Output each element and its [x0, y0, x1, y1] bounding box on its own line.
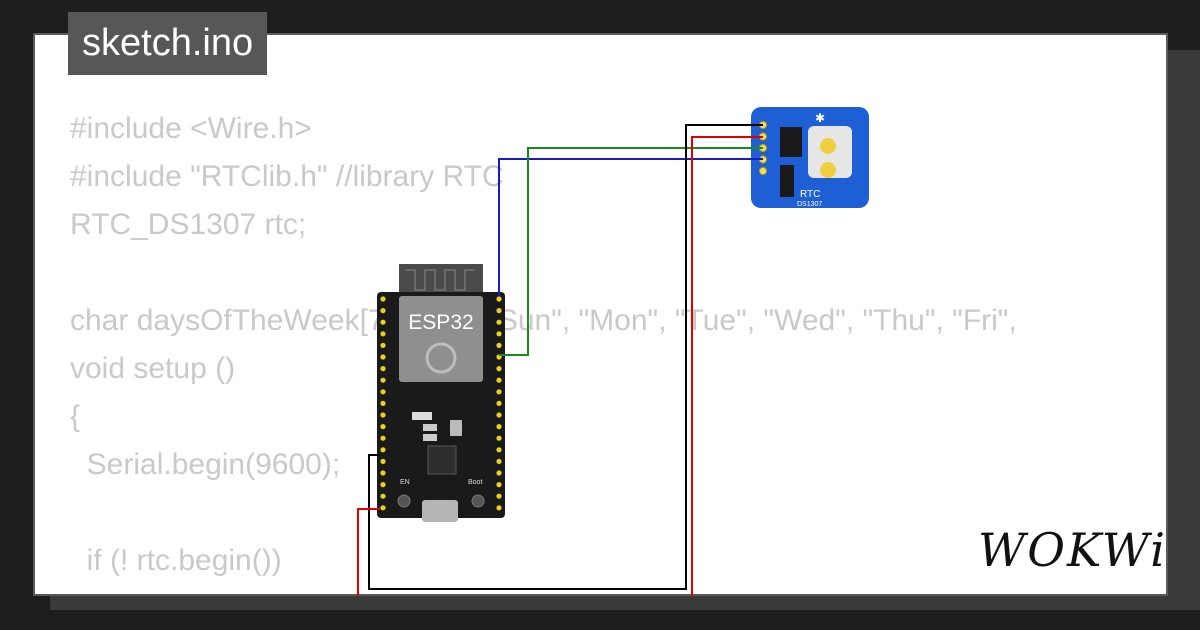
- header-pin[interactable]: [496, 435, 502, 441]
- code-line: Serial.begin(9600);: [70, 448, 341, 481]
- code-line: {: [70, 585, 1017, 594]
- header-pin[interactable]: [496, 400, 502, 406]
- header-pin[interactable]: [496, 470, 502, 476]
- header-pin[interactable]: [380, 389, 386, 395]
- espressif-logo-icon: [425, 342, 457, 374]
- header-pin[interactable]: [496, 389, 502, 395]
- header-pin[interactable]: [380, 447, 386, 453]
- header-pin[interactable]: [380, 412, 386, 418]
- header-pin[interactable]: [380, 296, 386, 302]
- header-pin[interactable]: [496, 319, 502, 325]
- code-line: #include <Wire.h>: [70, 112, 312, 145]
- rtc-pin[interactable]: [759, 167, 767, 175]
- esp32-label: ESP32: [408, 311, 473, 334]
- code-line: RTC_DS1307 rtc;: [70, 208, 307, 241]
- header-pin[interactable]: [380, 354, 386, 360]
- header-pin[interactable]: [496, 331, 502, 337]
- wires: [357, 124, 763, 596]
- header-pin[interactable]: [380, 493, 386, 499]
- battery-contact: [820, 138, 836, 154]
- smd-component: [412, 412, 432, 420]
- header-pin[interactable]: [380, 482, 386, 488]
- header-pin[interactable]: [380, 505, 386, 511]
- code-line: #include "RTClib.h" //library RTC: [70, 160, 504, 193]
- wire-5v-red[interactable]: [691, 136, 763, 596]
- header-pin[interactable]: [496, 366, 502, 372]
- header-pin[interactable]: [380, 458, 386, 464]
- header-pin[interactable]: [496, 505, 502, 511]
- wokwi-logo: WOKWi: [978, 523, 1167, 577]
- code-line: {: [70, 400, 81, 433]
- file-title-tab[interactable]: sketch.ino: [68, 12, 268, 75]
- usb-uart-chip: [427, 445, 457, 475]
- wire-power-red[interactable]: [357, 508, 380, 596]
- header-pin[interactable]: [380, 319, 386, 325]
- header-pin[interactable]: [496, 447, 502, 453]
- header-pin[interactable]: [496, 296, 502, 302]
- star-logo-icon: ✱: [815, 111, 825, 125]
- smd-component: [423, 434, 437, 441]
- header-pin[interactable]: [380, 435, 386, 441]
- rtc-chip-label: DS1307: [797, 201, 822, 208]
- smd-component: [450, 420, 462, 436]
- esp32-header-pins[interactable]: [380, 296, 502, 511]
- header-pin[interactable]: [496, 377, 502, 383]
- code-line: void setup (): [70, 352, 236, 385]
- header-pin[interactable]: [496, 482, 502, 488]
- header-pin[interactable]: [496, 342, 502, 348]
- header-pin[interactable]: [380, 342, 386, 348]
- wire-scl-blue[interactable]: [498, 158, 763, 296]
- micro-usb-port: [422, 500, 458, 522]
- en-label: EN: [400, 479, 410, 486]
- crystal: [780, 165, 794, 197]
- header-pin[interactable]: [380, 424, 386, 430]
- header-pin[interactable]: [496, 308, 502, 314]
- header-pin[interactable]: [496, 424, 502, 430]
- header-pin[interactable]: [380, 331, 386, 337]
- esp32-board[interactable]: ESP32 EN Boot: [377, 264, 505, 522]
- wire-gnd-black[interactable]: [368, 124, 763, 590]
- header-pin[interactable]: [496, 412, 502, 418]
- esp32-antenna: [399, 264, 483, 296]
- header-pin[interactable]: [496, 458, 502, 464]
- preview-card: #include <Wire.h> #include "RTClib.h" //l…: [33, 33, 1168, 596]
- boot-button[interactable]: [471, 494, 485, 508]
- rtc-ds1307-module[interactable]: ✱ RTC DS1307: [751, 107, 869, 208]
- battery-contact: [820, 162, 836, 178]
- header-pin[interactable]: [496, 493, 502, 499]
- esp32-shield: [399, 296, 483, 382]
- ds1307-chip: [780, 127, 802, 157]
- antenna-trace: [405, 269, 475, 291]
- wire-sda-green[interactable]: [499, 147, 763, 356]
- code-line: if (! rtc.begin()): [70, 544, 282, 577]
- header-pin[interactable]: [380, 308, 386, 314]
- smd-component: [423, 424, 437, 431]
- header-pin[interactable]: [380, 400, 386, 406]
- header-pin[interactable]: [380, 377, 386, 383]
- en-button[interactable]: [397, 494, 411, 508]
- boot-label: Boot: [468, 479, 482, 486]
- header-pin[interactable]: [380, 470, 386, 476]
- rtc-label: RTC: [800, 189, 820, 200]
- header-pin[interactable]: [380, 366, 386, 372]
